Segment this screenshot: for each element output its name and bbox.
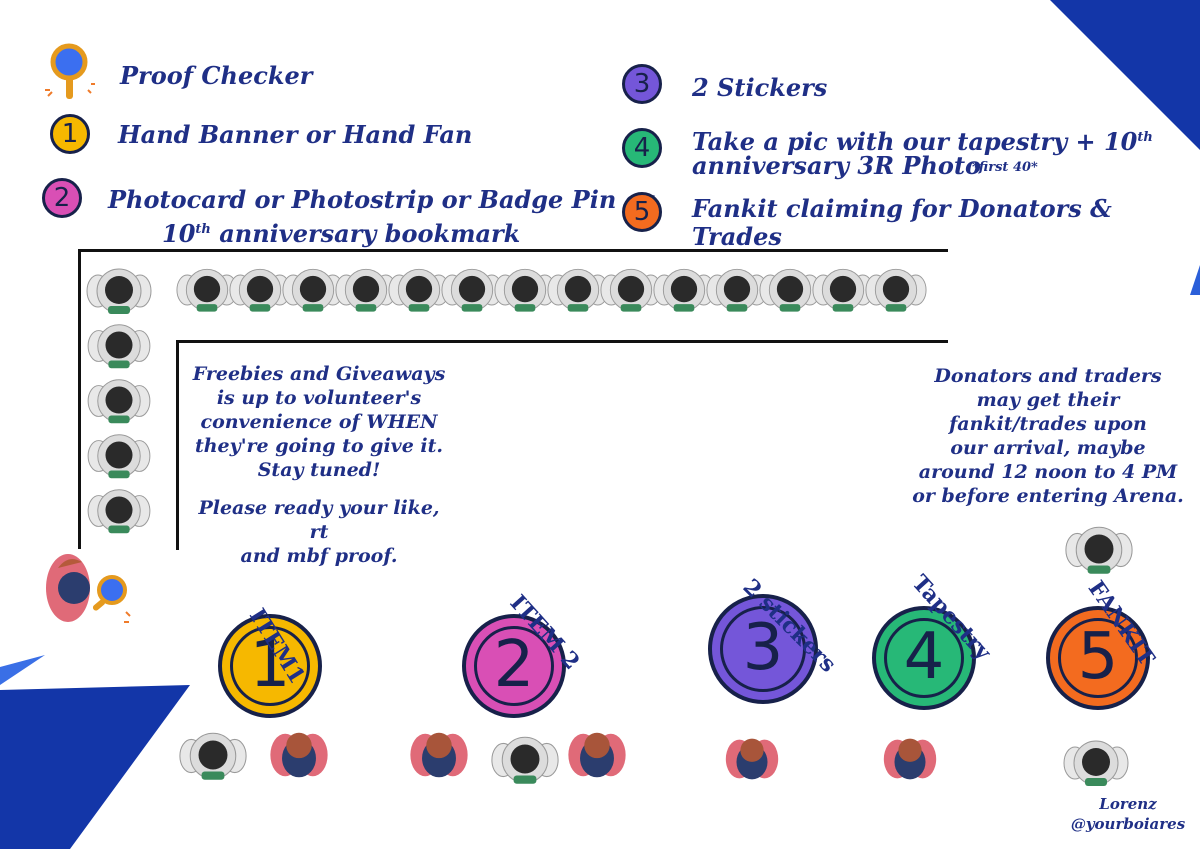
note-donators-line4: our arrival, maybe	[950, 437, 1146, 459]
credit-name: Lorenz	[1099, 795, 1157, 813]
note-donators-line2: may get their	[976, 389, 1120, 411]
queue-barrier-inner-left	[176, 340, 179, 550]
queue-barrier-inner-top	[176, 340, 948, 343]
queue-person-icon	[865, 268, 927, 312]
staff-person-icon	[270, 732, 328, 778]
queue-person-icon	[86, 268, 152, 314]
legend-badge-2: 2	[42, 178, 82, 218]
staff-person-icon	[568, 732, 626, 778]
magnifier-icon	[45, 43, 95, 99]
note-proof-line2: and mbf proof.	[240, 545, 398, 567]
legend-item5-label: Fankit claiming for Donators & Trades	[692, 194, 1112, 251]
queue-person-icon	[87, 379, 151, 424]
legend-badge-1: 1	[50, 114, 90, 154]
queue-person-icon	[229, 268, 291, 312]
queue-person-icon	[706, 268, 768, 312]
legend-item3-label: 2 Stickers	[692, 73, 828, 102]
legend-item4-line2: anniversary 3R Photo	[692, 151, 982, 180]
legend-item2-line1: Photocard or Photostrip or Badge Pin or	[108, 185, 654, 214]
note-donators-line1: Donators and traders	[934, 365, 1162, 387]
staff-person-icon	[725, 738, 779, 780]
station-disc-3: 3	[708, 594, 818, 704]
legend-proof-checker-label: Proof Checker	[120, 61, 313, 90]
note-freebies-line2: is up to volunteer's	[216, 387, 422, 409]
note-freebies: Freebies and Giveaways is up to voluntee…	[186, 362, 452, 568]
station-disc-1: 1	[218, 614, 322, 718]
queue-person-icon	[87, 434, 151, 479]
legend-item4-note: *first 40*	[972, 160, 1038, 175]
queue-barrier-outer-left	[78, 249, 81, 549]
corner-decoration-top-right	[1050, 0, 1200, 150]
legend-badge-4: 4	[622, 128, 662, 168]
note-donators-line5: around 12 noon to 4 PM	[918, 461, 1178, 483]
note-freebies-line3: convenience of WHEN	[200, 411, 438, 433]
legend-item4-line1: Take a pic with our tapestry + 10th	[692, 127, 1153, 156]
attendant-person-icon	[491, 736, 559, 784]
legend-item2-line2: 10th anniversary bookmark	[162, 219, 521, 248]
note-freebies-line1: Freebies and Giveaways	[192, 363, 446, 385]
queue-person-icon	[87, 489, 151, 534]
legend-item1-label: Hand Banner or Hand Fan	[118, 120, 473, 149]
station-disc-5: 5	[1046, 606, 1150, 710]
note-donators: Donators and traders may get their fanki…	[908, 364, 1188, 508]
attendant-person-icon	[179, 732, 247, 780]
credit-block: Lorenz @yourboiares	[1058, 794, 1198, 834]
note-proof-line1: Please ready your like, rt	[198, 497, 440, 543]
note-donators-line6: or before entering Arena.	[912, 485, 1184, 507]
legend-badge-3: 3	[622, 64, 662, 104]
attendant-person-icon	[1063, 740, 1129, 786]
queue-person-icon	[600, 268, 662, 312]
staff-person-icon	[883, 738, 937, 780]
note-freebies-line5: Stay tuned!	[257, 459, 381, 481]
corner-decoration-bottom-left	[0, 655, 190, 849]
proof-checker-person-icon	[46, 554, 131, 623]
station-disc-4: 4	[872, 606, 976, 710]
note-donators-line3: fankit/trades upon	[949, 413, 1147, 435]
note-freebies-line4: they're going to give it.	[194, 435, 444, 457]
legend-badge-5: 5	[622, 192, 662, 232]
station-disc-2: 2	[462, 614, 566, 718]
queue-person-icon	[87, 324, 151, 369]
credit-handle: @yourboiares	[1070, 815, 1186, 833]
corner-decoration-right-edge	[1190, 265, 1200, 295]
queue-barrier-outer-top	[78, 249, 948, 252]
queue-person-icon	[1065, 526, 1133, 574]
staff-person-icon	[410, 732, 468, 778]
